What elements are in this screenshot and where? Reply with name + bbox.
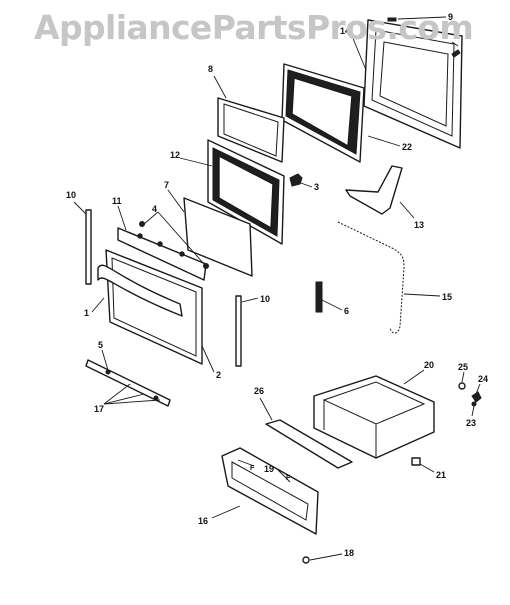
leader-lines — [73, 16, 481, 561]
part-23-screw[interactable] — [471, 401, 477, 407]
callout-5: 5 — [98, 340, 103, 350]
part-10-door-seal-left[interactable] — [85, 209, 92, 285]
part-13-vent-bracket[interactable] — [345, 165, 403, 215]
part-10-door-seal-right[interactable] — [235, 295, 242, 367]
callout-4: 4 — [152, 204, 157, 214]
part-6-latch[interactable] — [315, 281, 323, 313]
part-11-door-top-trim[interactable] — [117, 227, 207, 281]
callout-14: 14 — [340, 26, 350, 36]
part-12-inner-door-liner[interactable] — [207, 139, 285, 245]
callout-1: 1 — [84, 308, 89, 318]
callout-8: 8 — [208, 64, 213, 74]
callout-10-left: 10 — [66, 190, 76, 200]
part-5-door-bottom-trim[interactable] — [85, 359, 171, 407]
callout-16: 16 — [198, 516, 208, 526]
callout-10-right: 10 — [260, 294, 270, 304]
part-1-outer-door[interactable] — [97, 249, 203, 365]
part-25-leveling-leg[interactable] — [458, 382, 466, 390]
part-4-screws[interactable] — [139, 221, 209, 269]
callout-f-left: F — [250, 465, 255, 472]
callout-23: 23 — [466, 418, 476, 428]
watermark-logo: AppliancePartsPros.com — [34, 8, 474, 47]
callout-17: 17 — [94, 404, 104, 414]
callout-15: 15 — [442, 292, 452, 302]
part-22-glass-frame[interactable] — [281, 63, 365, 163]
part-18-drawer-glide[interactable] — [302, 556, 310, 564]
callout-21: 21 — [436, 470, 446, 480]
part-16-drawer-front[interactable] — [221, 447, 319, 535]
part-3-bracket[interactable] — [289, 173, 303, 187]
part-15-oven-gasket[interactable] — [337, 221, 405, 334]
callout-3: 3 — [314, 182, 319, 192]
callout-12: 12 — [170, 150, 180, 160]
callout-13: 13 — [414, 220, 424, 230]
part-7-window-glass[interactable] — [183, 197, 253, 277]
callout-f-right: F — [286, 475, 291, 482]
part-14-outer-door-panel[interactable] — [363, 19, 463, 149]
callout-11: 11 — [112, 196, 122, 206]
callout-19: 19 — [264, 464, 274, 474]
callout-7: 7 — [164, 180, 169, 190]
part-20-storage-drawer[interactable] — [313, 375, 435, 459]
part-21-drawer-stop[interactable] — [411, 457, 421, 466]
callout-20: 20 — [424, 360, 434, 370]
callout-labels: 9 14 8 22 12 3 7 10 11 4 13 15 10 6 1 5 … — [66, 12, 488, 558]
callout-24: 24 — [478, 374, 488, 384]
part-8-glass-panel[interactable] — [217, 97, 285, 163]
callout-25: 25 — [458, 362, 468, 372]
callout-26: 26 — [254, 386, 264, 396]
part-26-drawer-trim[interactable] — [265, 419, 353, 469]
callout-18: 18 — [344, 548, 354, 558]
callout-9: 9 — [448, 12, 453, 22]
callout-22: 22 — [402, 142, 412, 152]
callout-2: 2 — [216, 370, 221, 380]
part-9-screws[interactable] — [387, 17, 461, 58]
callout-6: 6 — [344, 306, 349, 316]
